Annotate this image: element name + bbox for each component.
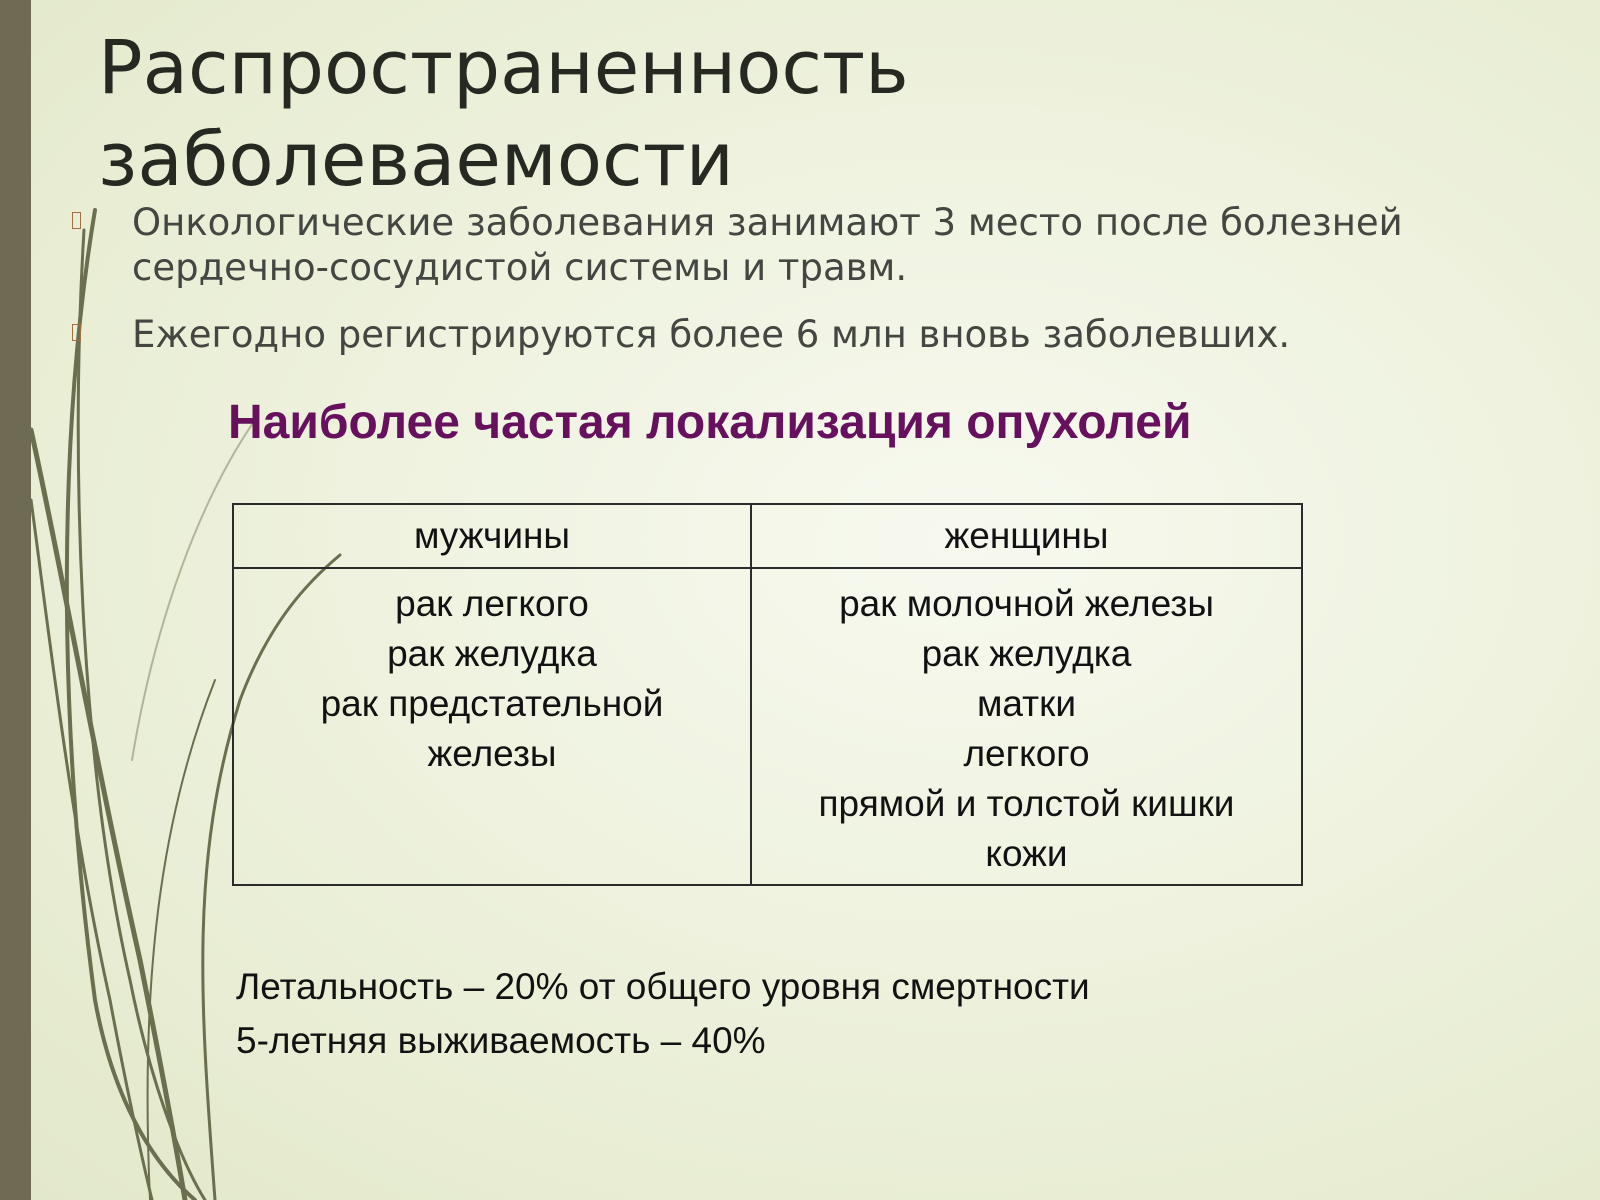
list-item: рак желудка bbox=[921, 633, 1132, 674]
page-title: Распространенность заболеваемости bbox=[98, 22, 1198, 206]
list-item: рак легкого bbox=[395, 583, 589, 624]
bullet-text: Ежегодно регистрируются более 6 млн внов… bbox=[132, 313, 1291, 356]
bullet-item: Онкологические заболевания занимают 3 ме… bbox=[70, 200, 1490, 290]
list-item: железы bbox=[427, 733, 557, 774]
list-item: легкого bbox=[963, 733, 1090, 774]
bullet-item: Ежегодно регистрируются более 6 млн внов… bbox=[70, 312, 1490, 357]
section-subtitle: Наиболее частая локализация опухолей bbox=[228, 396, 1192, 449]
title-line: заболеваемости bbox=[98, 117, 734, 203]
survival-text: 5-летняя выживаемость – 40% bbox=[236, 1020, 766, 1061]
column-header-women: женщины bbox=[750, 503, 1303, 569]
list-item: рак молочной железы bbox=[839, 583, 1214, 624]
column-header-men: мужчины bbox=[232, 503, 752, 569]
bullet-list: Онкологические заболевания занимают 3 ме… bbox=[70, 200, 1490, 357]
bullet-text: Онкологические заболевания занимают 3 ме… bbox=[132, 201, 1403, 289]
mortality-text: Летальность – 20% от общего уровня смерт… bbox=[236, 966, 1090, 1007]
bullet-marker-icon bbox=[72, 324, 81, 341]
list-item: рак желудка bbox=[387, 633, 597, 674]
table-row: рак легкого рак желудка рак предстательн… bbox=[232, 567, 1303, 886]
men-cell: рак легкого рак желудка рак предстательн… bbox=[232, 567, 752, 886]
statistics-footer: Летальность – 20% от общего уровня смерт… bbox=[236, 960, 1090, 1068]
title-line: Распространенность bbox=[98, 25, 909, 111]
left-decorative-band bbox=[0, 0, 31, 1200]
table-header-row: мужчины женщины bbox=[232, 503, 1303, 569]
list-item: матки bbox=[976, 683, 1076, 724]
list-item: прямой и толстой кишки bbox=[818, 783, 1235, 824]
women-cell: рак молочной железы рак желудка матки ле… bbox=[750, 567, 1303, 886]
tumor-localization-table: мужчины женщины рак легкого рак желудка … bbox=[232, 503, 1303, 886]
bullet-marker-icon bbox=[72, 212, 81, 229]
list-item: кожи bbox=[985, 833, 1068, 874]
list-item: рак предстательной bbox=[320, 683, 664, 724]
